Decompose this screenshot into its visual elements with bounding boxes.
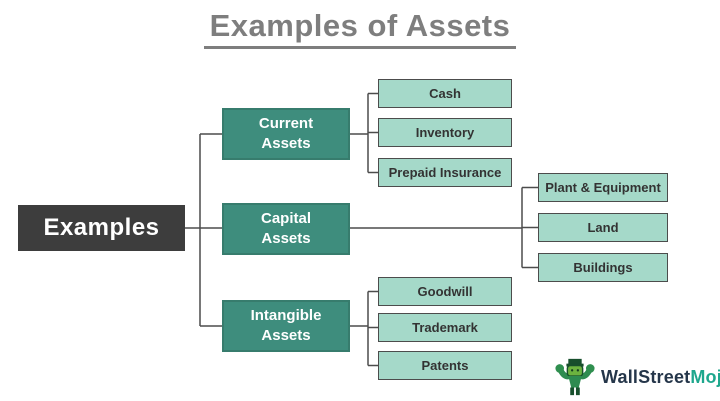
- category-label: Intangible Assets: [250, 306, 322, 344]
- wordmark-primary: WallStreet: [601, 366, 691, 387]
- leaf-label: Cash: [429, 86, 461, 101]
- leaf-node-inventory: Inventory: [378, 118, 512, 147]
- leaf-label: Inventory: [415, 125, 475, 140]
- root-node-label: Examples: [43, 214, 160, 241]
- category-node-current-assets: Current Assets: [222, 108, 350, 160]
- wallstreetmojo-logo: WallStreetMojo: [554, 356, 720, 398]
- leaf-label: Trademark: [412, 320, 478, 335]
- leaf-node-prepaid-insurance: Prepaid Insurance: [378, 158, 512, 187]
- leaf-node-plant-equipment: Plant & Equipment: [538, 173, 668, 202]
- category-label: Current Assets: [258, 114, 314, 152]
- category-label: Capital Assets: [260, 209, 311, 247]
- leaf-label: Goodwill: [417, 284, 473, 299]
- leaf-label: Prepaid Insurance: [388, 165, 502, 180]
- wallstreetmojo-wordmark: WallStreetMojo: [601, 367, 720, 388]
- wordmark-accent: Mojo: [690, 366, 720, 387]
- leaf-node-land: Land: [538, 213, 668, 242]
- leaf-label: Buildings: [573, 260, 633, 275]
- wallstreetmojo-bull-icon: [555, 358, 595, 396]
- leaf-node-trademark: Trademark: [378, 313, 512, 342]
- leaf-node-patents: Patents: [378, 351, 512, 380]
- leaf-node-cash: Cash: [378, 79, 512, 108]
- leaf-node-goodwill: Goodwill: [378, 277, 512, 306]
- root-node-examples: Examples: [18, 205, 185, 251]
- category-node-intangible-assets: Intangible Assets: [222, 300, 350, 352]
- leaf-label: Plant & Equipment: [545, 180, 661, 195]
- page-title-text: Examples of Assets: [203, 8, 517, 49]
- leaf-node-buildings: Buildings: [538, 253, 668, 282]
- category-node-capital-assets: Capital Assets: [222, 203, 350, 255]
- page-title: Examples of Assets: [0, 8, 720, 49]
- leaf-label: Land: [587, 220, 619, 235]
- leaf-label: Patents: [421, 358, 469, 373]
